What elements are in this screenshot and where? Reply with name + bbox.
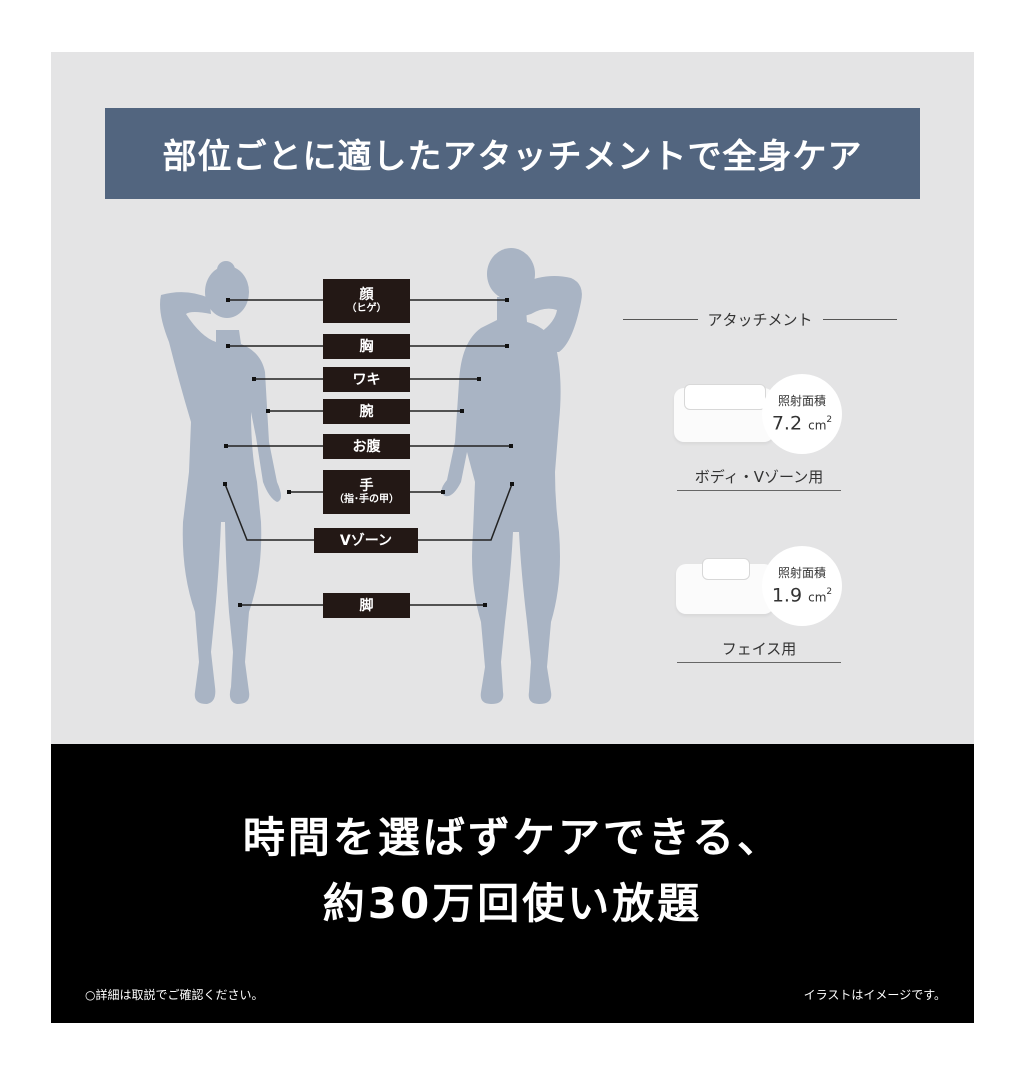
area-bubble: 照射面積 1.9 cm2 bbox=[762, 546, 842, 626]
area-exponent: 2 bbox=[826, 586, 833, 597]
label-subtext: （指･手の甲） bbox=[334, 494, 399, 505]
label-text: 顔 bbox=[359, 287, 374, 303]
page-title: 部位ごとに適したアタッチメントで全身ケア bbox=[162, 137, 863, 177]
area-unit: cm bbox=[808, 590, 827, 605]
product-panel: 部位ごとに適したアタッチメントで全身ケア bbox=[51, 52, 974, 1023]
attachment-body: 照射面積 7.2 cm2 ボディ・Vゾーン用 bbox=[674, 362, 844, 492]
attachment-name: ボディ・Vゾーン用 bbox=[694, 468, 824, 486]
headline-line-1: 時間を選ばずケアできる、 bbox=[242, 813, 783, 862]
area-number: 1.9 bbox=[771, 584, 803, 607]
attachments-heading-text: アタッチメント bbox=[707, 310, 813, 329]
marker-dots bbox=[223, 298, 514, 607]
label-hand: 手 （指･手の甲） bbox=[323, 470, 410, 514]
label-text: ワキ bbox=[352, 371, 381, 388]
attachment-face: 照射面積 1.9 cm2 フェイス用 bbox=[674, 534, 844, 664]
label-text: 脚 bbox=[359, 597, 374, 614]
attachments-heading: アタッチメント bbox=[623, 307, 898, 331]
area-bubble: 照射面積 7.2 cm2 bbox=[762, 374, 842, 454]
label-text: Vゾーン bbox=[339, 532, 393, 549]
headline-line-2: 約30万回使い放題 bbox=[322, 879, 703, 928]
female-silhouette-icon bbox=[160, 261, 281, 704]
label-belly: お腹 bbox=[323, 434, 410, 459]
area-number: 7.2 bbox=[771, 412, 803, 435]
device-window-icon bbox=[702, 558, 750, 580]
attachment-name: フェイス用 bbox=[721, 640, 797, 658]
label-underarm: ワキ bbox=[323, 367, 410, 392]
label-text: 手 bbox=[359, 478, 374, 494]
device-window-icon bbox=[684, 384, 766, 410]
area-value: 7.2 cm2 bbox=[772, 409, 832, 436]
label-face: 顔 （ヒゲ） bbox=[323, 279, 410, 323]
divider bbox=[623, 318, 698, 320]
male-silhouette-icon bbox=[441, 248, 582, 704]
body-diagram bbox=[160, 248, 582, 704]
label-arm: 腕 bbox=[323, 399, 410, 424]
divider bbox=[822, 318, 898, 320]
area-exponent: 2 bbox=[826, 414, 833, 425]
label-v-zone: Vゾーン bbox=[314, 528, 418, 553]
area-label: 照射面積 bbox=[777, 565, 826, 580]
leader-lines bbox=[224, 299, 513, 606]
footnote-right: イラストはイメージです。 bbox=[803, 988, 946, 1002]
divider bbox=[677, 662, 841, 663]
label-text: 腕 bbox=[359, 403, 374, 420]
area-value: 1.9 cm2 bbox=[772, 581, 832, 608]
divider bbox=[677, 490, 841, 491]
label-legs: 脚 bbox=[323, 593, 410, 618]
label-chest: 胸 bbox=[323, 334, 410, 359]
headline-section bbox=[51, 744, 974, 1023]
label-subtext: （ヒゲ） bbox=[346, 303, 387, 314]
label-text: お腹 bbox=[352, 438, 381, 455]
area-label: 照射面積 bbox=[777, 393, 826, 408]
label-text: 胸 bbox=[359, 338, 374, 355]
footnote-left: ○詳細は取説でご確認ください。 bbox=[85, 988, 264, 1002]
title-banner: 部位ごとに適したアタッチメントで全身ケア bbox=[105, 108, 920, 199]
area-unit: cm bbox=[808, 418, 827, 433]
